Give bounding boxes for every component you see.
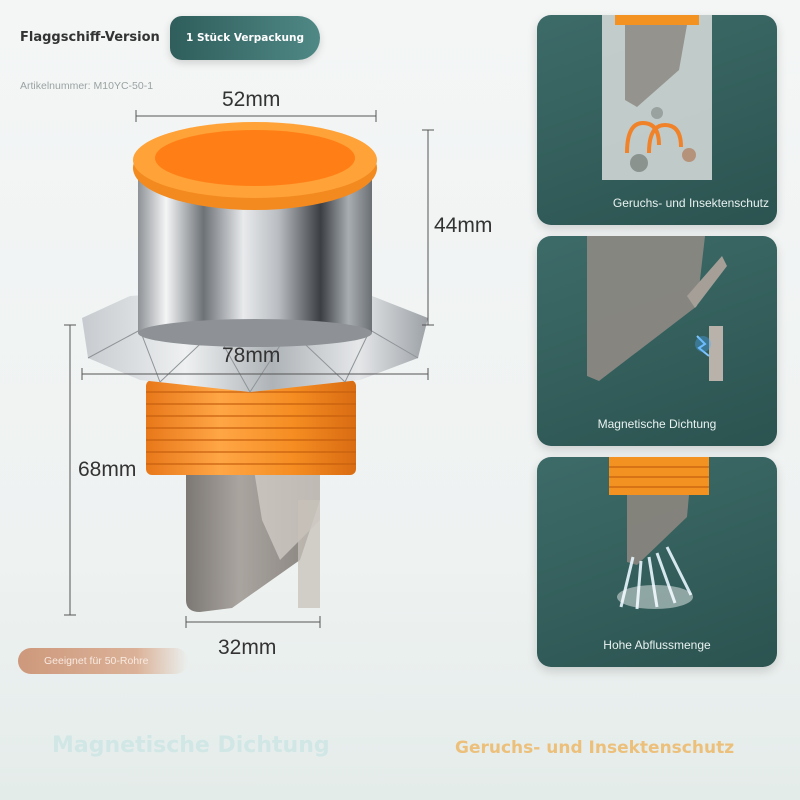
- outlet-valve-body: [186, 470, 320, 612]
- feature-label-odor-protection: Geruchs- und Insektenschutz: [612, 196, 769, 210]
- orange-top-ring: [133, 122, 377, 210]
- feature-card-magnetic-seal: Magnetische Dichtung: [537, 236, 777, 446]
- dimension-top-diameter: 52mm: [222, 88, 281, 111]
- magnetic-seal-illustration: [587, 236, 727, 381]
- dimension-lower-height: 68mm: [78, 458, 137, 481]
- dimension-lines: [64, 110, 434, 628]
- feature-card-odor-protection: Geruchs- und Insektenschutz: [537, 15, 777, 225]
- feature-label-magnetic-seal: Magnetische Dichtung: [597, 417, 717, 431]
- fit-note-pill: Geeignet für 50-Rohre: [18, 648, 188, 674]
- dimension-outlet-width: 32mm: [218, 636, 277, 659]
- version-title: Flaggschiff-Version: [20, 30, 160, 45]
- dimension-top-height: 44mm: [434, 214, 493, 237]
- package-badge: 1 Stück Verpackung: [170, 16, 320, 60]
- article-number: Artikelnummer: M10YC-50-1: [20, 80, 154, 92]
- dimension-flange-diameter: 78mm: [222, 344, 281, 367]
- caption-magnetic-seal: Magnetische Dichtung: [52, 733, 330, 758]
- feature-card-high-flow: Hohe Abflussmenge: [537, 457, 777, 667]
- feature-label-high-flow: Hohe Abflussmenge: [603, 638, 711, 652]
- caption-odor-protection: Geruchs- und Insektenschutz: [455, 738, 735, 758]
- orange-thread: [146, 380, 356, 475]
- product-illustration: [64, 110, 434, 628]
- odor-protection-illustration: [602, 15, 712, 180]
- high-flow-illustration: [609, 457, 709, 610]
